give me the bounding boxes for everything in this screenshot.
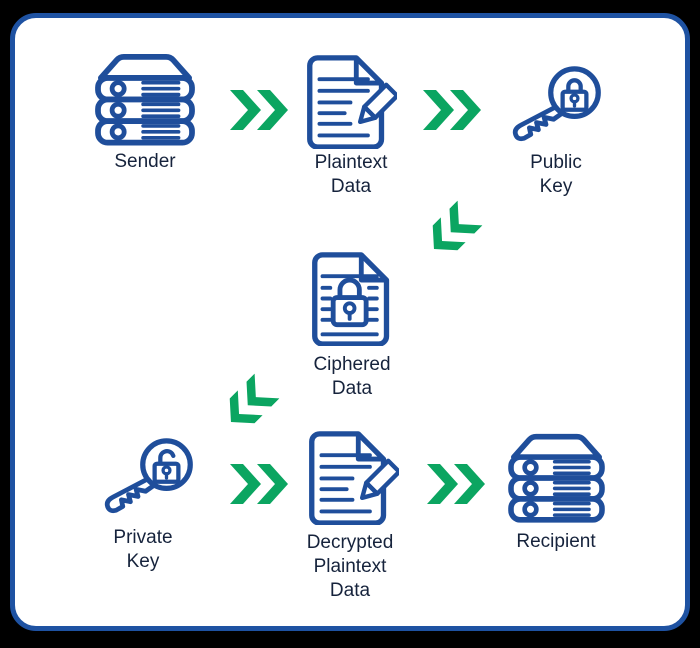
- node-label-public-key: Public Key: [486, 151, 626, 199]
- label-line: Ciphered: [313, 354, 391, 375]
- label-line: Public: [530, 152, 582, 173]
- server-stack-icon: [95, 53, 195, 147]
- label-line: Key: [126, 551, 160, 572]
- node-label-sender: Sender: [75, 150, 215, 174]
- node-label-plaintext-data: Plaintext Data: [281, 151, 421, 199]
- label-line: Recipient: [516, 531, 596, 552]
- key-unlocked-icon: [100, 438, 195, 516]
- double-chevron-right-icon: [230, 464, 288, 504]
- document-pencil-icon: [302, 54, 397, 149]
- label-line: Sender: [114, 151, 176, 172]
- server-stack-icon: [508, 433, 605, 524]
- document-locked-icon: [307, 251, 402, 346]
- key-locked-icon: [508, 66, 603, 144]
- double-chevron-right-icon: [427, 464, 485, 504]
- label-line: Key: [539, 176, 573, 197]
- label-line: Plaintext: [314, 152, 388, 173]
- node-label-decrypted-plaintext-data: Decrypted Plaintext Data: [280, 531, 420, 603]
- label-line: Decrypted: [306, 532, 394, 553]
- document-pencil-icon: [304, 430, 399, 525]
- double-chevron-right-icon: [423, 90, 481, 130]
- node-label-recipient: Recipient: [486, 530, 626, 554]
- label-line: Data: [331, 378, 373, 399]
- label-line: Private: [113, 527, 173, 548]
- label-line: Plaintext: [313, 556, 387, 577]
- node-label-private-key: Private Key: [73, 526, 213, 574]
- label-line: Data: [329, 580, 371, 601]
- node-label-ciphered-data: Ciphered Data: [282, 353, 422, 401]
- double-chevron-right-icon: [230, 90, 288, 130]
- label-line: Data: [330, 176, 372, 197]
